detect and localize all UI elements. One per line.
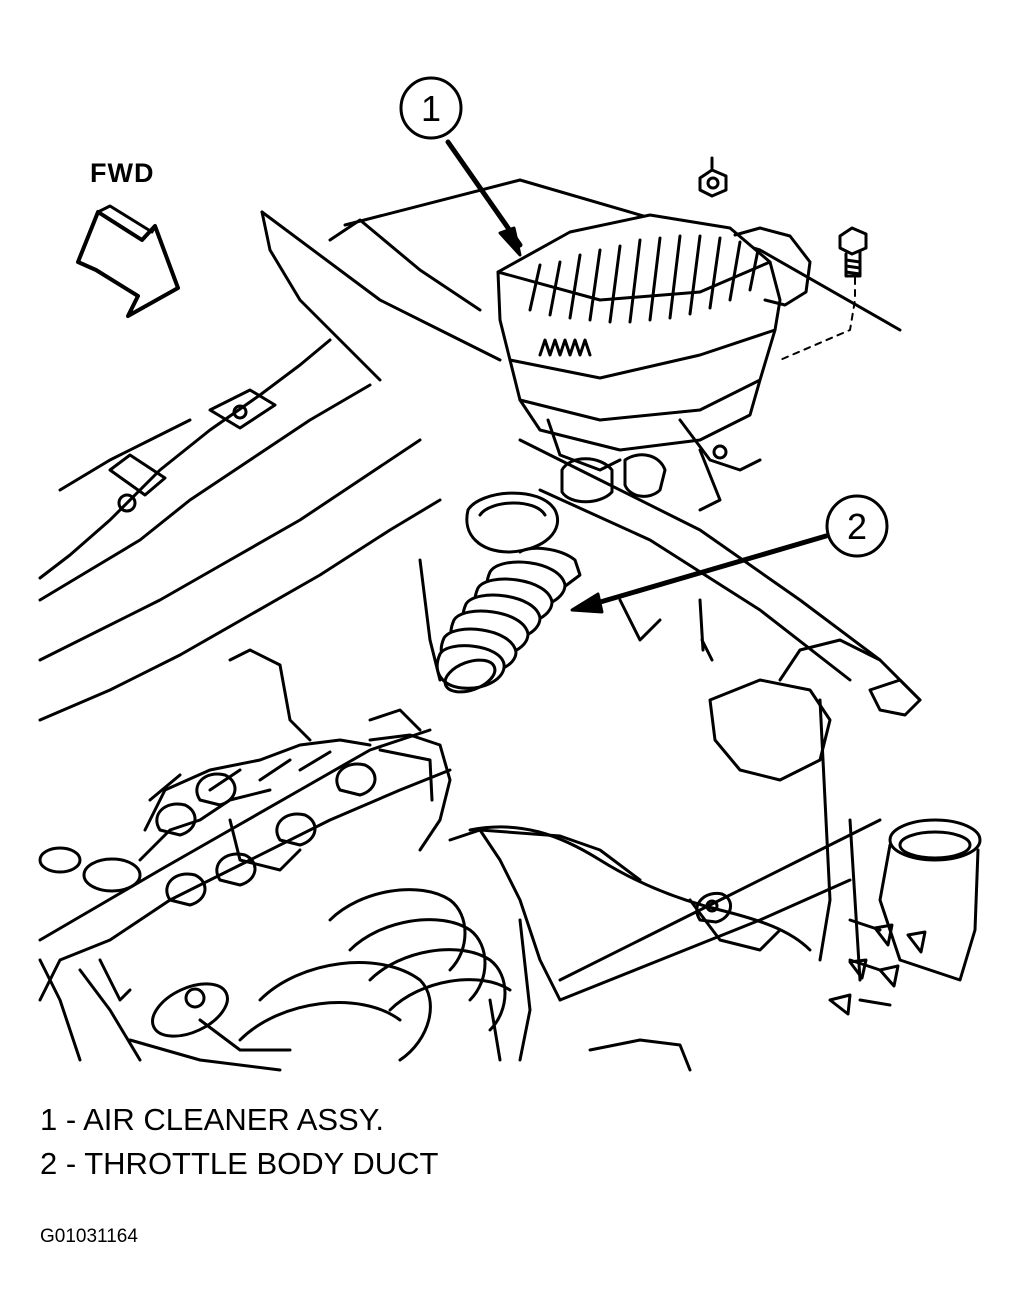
- mounting-bolt: [779, 226, 868, 361]
- reservoir-cap: [828, 818, 982, 1016]
- wiring-harness: [468, 598, 812, 952]
- forward-direction-label: FWD: [90, 158, 155, 188]
- engine-compartment-illustration: 1 2: [38, 76, 982, 1072]
- throttle-body-duct: [435, 546, 582, 694]
- callout-1-number: 1: [421, 88, 441, 129]
- figure-id: G01031164: [40, 1226, 138, 1247]
- lower-left-component: [38, 958, 692, 1072]
- legend-item-air-cleaner: 1 - AIR CLEANER ASSY.: [40, 1102, 385, 1137]
- left-fender-structure: [38, 178, 902, 722]
- mounting-nut: [698, 156, 728, 198]
- body-panel-right: [518, 438, 922, 1002]
- legend-item-throttle-body-duct: 2 - THROTTLE BODY DUCT: [40, 1146, 439, 1181]
- callout-2: 2: [570, 494, 889, 614]
- callout-2-number: 2: [847, 506, 867, 547]
- parts-legend: 1 - AIR CLEANER ASSY. 2 - THROTTLE BODY …: [40, 1098, 940, 1186]
- air-cleaner-assembly: [496, 213, 812, 512]
- forward-direction-arrow: [76, 204, 180, 318]
- callout-1: 1: [399, 76, 523, 257]
- engine-assembly: [38, 648, 642, 1038]
- exhaust-manifold: [238, 888, 532, 1062]
